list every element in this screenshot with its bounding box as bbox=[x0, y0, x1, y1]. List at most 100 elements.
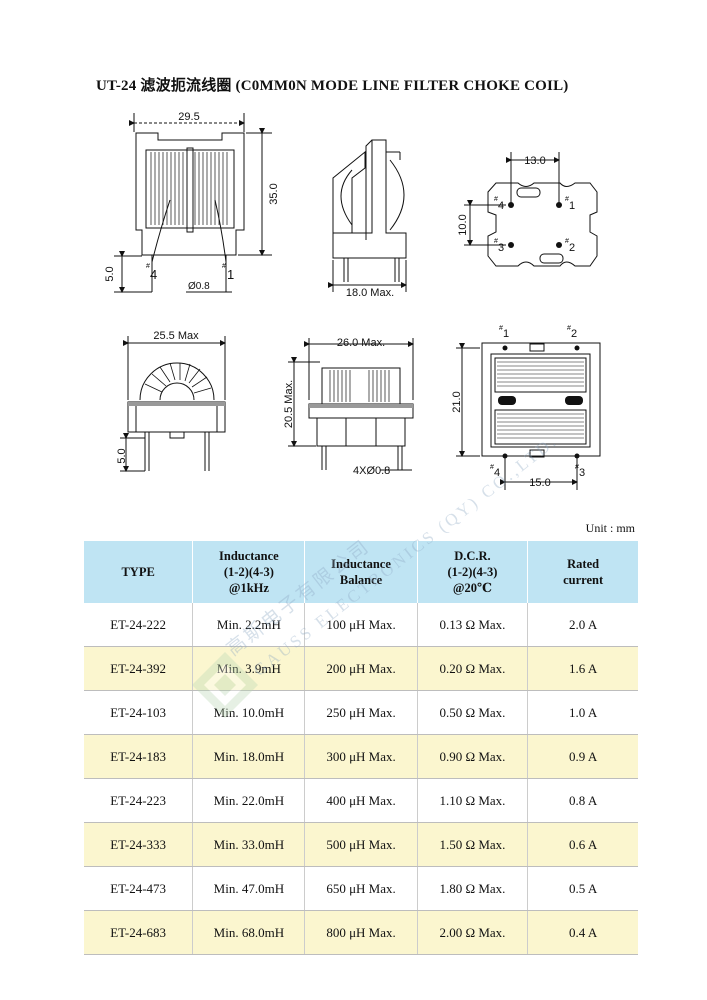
top-hash2: # bbox=[567, 325, 571, 332]
cell-balance: 650 μH Max. bbox=[304, 866, 418, 911]
front-pin-length-dim: 5.0 bbox=[104, 266, 116, 281]
front-pin-dia-dim: Ø0.8 bbox=[188, 281, 210, 292]
cell-balance: 250 μH Max. bbox=[304, 690, 418, 735]
cell-dcr: 1.80 Ω Max. bbox=[416, 866, 528, 911]
fp-hash3: # bbox=[494, 238, 498, 245]
cell-inductance: Min. 22.0mH bbox=[192, 778, 305, 823]
cell-rated-current: 0.5 A bbox=[527, 866, 638, 911]
header-balance-line2: Balance bbox=[339, 573, 383, 587]
header-dcr-line1: D.C.R. bbox=[454, 549, 491, 563]
cell-type: ET-24-392 bbox=[84, 646, 193, 691]
cell-inductance: Min. 10.0mH bbox=[192, 690, 305, 735]
footprint-pin4-label: 4 bbox=[498, 200, 504, 212]
top-hash1: # bbox=[499, 325, 503, 332]
top-hash4: # bbox=[490, 464, 494, 471]
side-view-drawing bbox=[328, 139, 407, 292]
cell-inductance: Min. 68.0mH bbox=[192, 910, 305, 955]
body-pins-dim: 4XØ0.8 bbox=[353, 465, 390, 477]
col-header-inductance: Inductance (1-2)(4-3) @1kHz bbox=[192, 541, 305, 603]
cell-type: ET-24-223 bbox=[84, 778, 193, 823]
cell-balance: 200 μH Max. bbox=[304, 646, 418, 691]
cell-dcr: 1.50 Ω Max. bbox=[416, 822, 528, 867]
top-pin2-label: 2 bbox=[571, 328, 577, 340]
cell-rated-current: 2.0 A bbox=[527, 603, 638, 647]
toroid-pin-length-dim: 5.0 bbox=[116, 448, 128, 463]
dimension-drawings: 29.5 35.0 5.0 Ø0.8 # 4 # 1 18.0 Max. 13.… bbox=[104, 111, 601, 490]
front-height-dim: 35.0 bbox=[268, 183, 280, 204]
cell-type: ET-24-103 bbox=[84, 690, 193, 735]
toroid-view-drawing bbox=[120, 336, 226, 472]
cell-inductance: Min. 33.0mH bbox=[192, 822, 305, 867]
table-row: ET-24-103 Min. 10.0mH 250 μH Max. 0.50 Ω… bbox=[84, 690, 638, 735]
top-height-dim: 21.0 bbox=[451, 391, 463, 412]
fp-hash4: # bbox=[494, 196, 498, 203]
cell-balance: 400 μH Max. bbox=[304, 778, 418, 823]
cell-type: ET-24-333 bbox=[84, 822, 193, 867]
cell-balance: 100 μH Max. bbox=[304, 603, 418, 647]
cell-type: ET-24-183 bbox=[84, 734, 193, 779]
table-row: ET-24-222 Min. 2.2mH 100 μH Max. 0.13 Ω … bbox=[84, 603, 638, 647]
col-header-balance: Inductance Balance bbox=[304, 541, 418, 603]
table-row: ET-24-473 Min. 47.0mH 650 μH Max. 1.80 Ω… bbox=[84, 866, 638, 911]
front-pin4-hash: # bbox=[146, 263, 150, 270]
header-balance-line1: Inductance bbox=[331, 557, 391, 571]
header-rated-line2: current bbox=[563, 573, 604, 587]
cell-rated-current: 1.0 A bbox=[527, 690, 638, 735]
unit-label: Unit : mm bbox=[585, 521, 635, 535]
body-width-dim: 26.0 Max. bbox=[337, 337, 385, 349]
cell-rated-current: 0.8 A bbox=[527, 778, 638, 823]
cell-balance: 800 μH Max. bbox=[304, 910, 418, 955]
col-header-dcr: D.C.R. (1-2)(4-3) @20℃ bbox=[416, 541, 528, 603]
cell-balance: 300 μH Max. bbox=[304, 734, 418, 779]
header-rated-line1: Rated bbox=[567, 557, 600, 571]
footprint-view-drawing bbox=[464, 152, 598, 267]
table-row: ET-24-333 Min. 33.0mH 500 μH Max. 1.50 Ω… bbox=[84, 822, 638, 867]
cell-balance: 500 μH Max. bbox=[304, 822, 418, 867]
cell-dcr: 0.13 Ω Max. bbox=[416, 603, 528, 647]
table-row: ET-24-392 Min. 3.9mH 200 μH Max. 0.20 Ω … bbox=[84, 646, 638, 691]
col-header-type: TYPE bbox=[84, 541, 193, 603]
cell-dcr: 1.10 Ω Max. bbox=[416, 778, 528, 823]
footprint-pitch-y-dim: 10.0 bbox=[457, 214, 469, 235]
top-pin3-label: 3 bbox=[579, 467, 585, 479]
table-row: ET-24-183 Min. 18.0mH 300 μH Max. 0.90 Ω… bbox=[84, 734, 638, 779]
cell-dcr: 0.90 Ω Max. bbox=[416, 734, 528, 779]
footprint-pitch-x-dim: 13.0 bbox=[524, 155, 545, 167]
table-header-row: TYPE Inductance (1-2)(4-3) @1kHz Inducta… bbox=[84, 541, 638, 603]
body-height-dim: 20.5 Max. bbox=[283, 380, 295, 428]
front-pin1-hash: # bbox=[222, 263, 226, 270]
top-view-drawing bbox=[456, 342, 601, 490]
front-view-drawing bbox=[114, 113, 272, 293]
header-dcr-line2: (1-2)(4-3) bbox=[447, 565, 498, 579]
cell-inductance: Min. 2.2mH bbox=[192, 603, 305, 647]
cell-type: ET-24-683 bbox=[84, 910, 193, 955]
cell-dcr: 0.20 Ω Max. bbox=[416, 646, 528, 691]
table-row: ET-24-683 Min. 68.0mH 800 μH Max. 2.00 Ω… bbox=[84, 910, 638, 955]
header-inductance-line1: Inductance bbox=[219, 549, 279, 563]
table-row: ET-24-223 Min. 22.0mH 400 μH Max. 1.10 Ω… bbox=[84, 778, 638, 823]
side-depth-dim: 18.0 Max. bbox=[346, 287, 394, 299]
header-dcr-line3: @20℃ bbox=[452, 581, 492, 595]
fp-hash1: # bbox=[565, 196, 569, 203]
header-inductance-line3: @1kHz bbox=[228, 581, 269, 595]
footprint-pin2-label: 2 bbox=[569, 242, 575, 254]
cell-rated-current: 1.6 A bbox=[527, 646, 638, 691]
header-inductance-line2: (1-2)(4-3) bbox=[223, 565, 274, 579]
top-hash3: # bbox=[575, 464, 579, 471]
footprint-pin3-label: 3 bbox=[498, 242, 504, 254]
cell-inductance: Min. 3.9mH bbox=[192, 646, 305, 691]
spec-table: TYPE Inductance (1-2)(4-3) @1kHz Inducta… bbox=[84, 541, 638, 955]
cell-dcr: 2.00 Ω Max. bbox=[416, 910, 528, 955]
toroid-width-dim: 25.5 Max bbox=[153, 330, 199, 342]
header-type-line1: TYPE bbox=[121, 565, 155, 579]
col-header-rated-current: Rated current bbox=[527, 541, 638, 603]
cell-inductance: Min. 47.0mH bbox=[192, 866, 305, 911]
cell-type: ET-24-222 bbox=[84, 603, 193, 647]
top-pitch-dim: 15.0 bbox=[529, 477, 550, 489]
page-title: UT-24 滤波扼流线圈 (C0MM0N MODE LINE FILTER CH… bbox=[96, 78, 569, 94]
cell-rated-current: 0.9 A bbox=[527, 734, 638, 779]
cell-dcr: 0.50 Ω Max. bbox=[416, 690, 528, 735]
footprint-pin1-label: 1 bbox=[569, 200, 575, 212]
front-pin1-label: 1 bbox=[227, 267, 234, 282]
fp-hash2: # bbox=[565, 238, 569, 245]
